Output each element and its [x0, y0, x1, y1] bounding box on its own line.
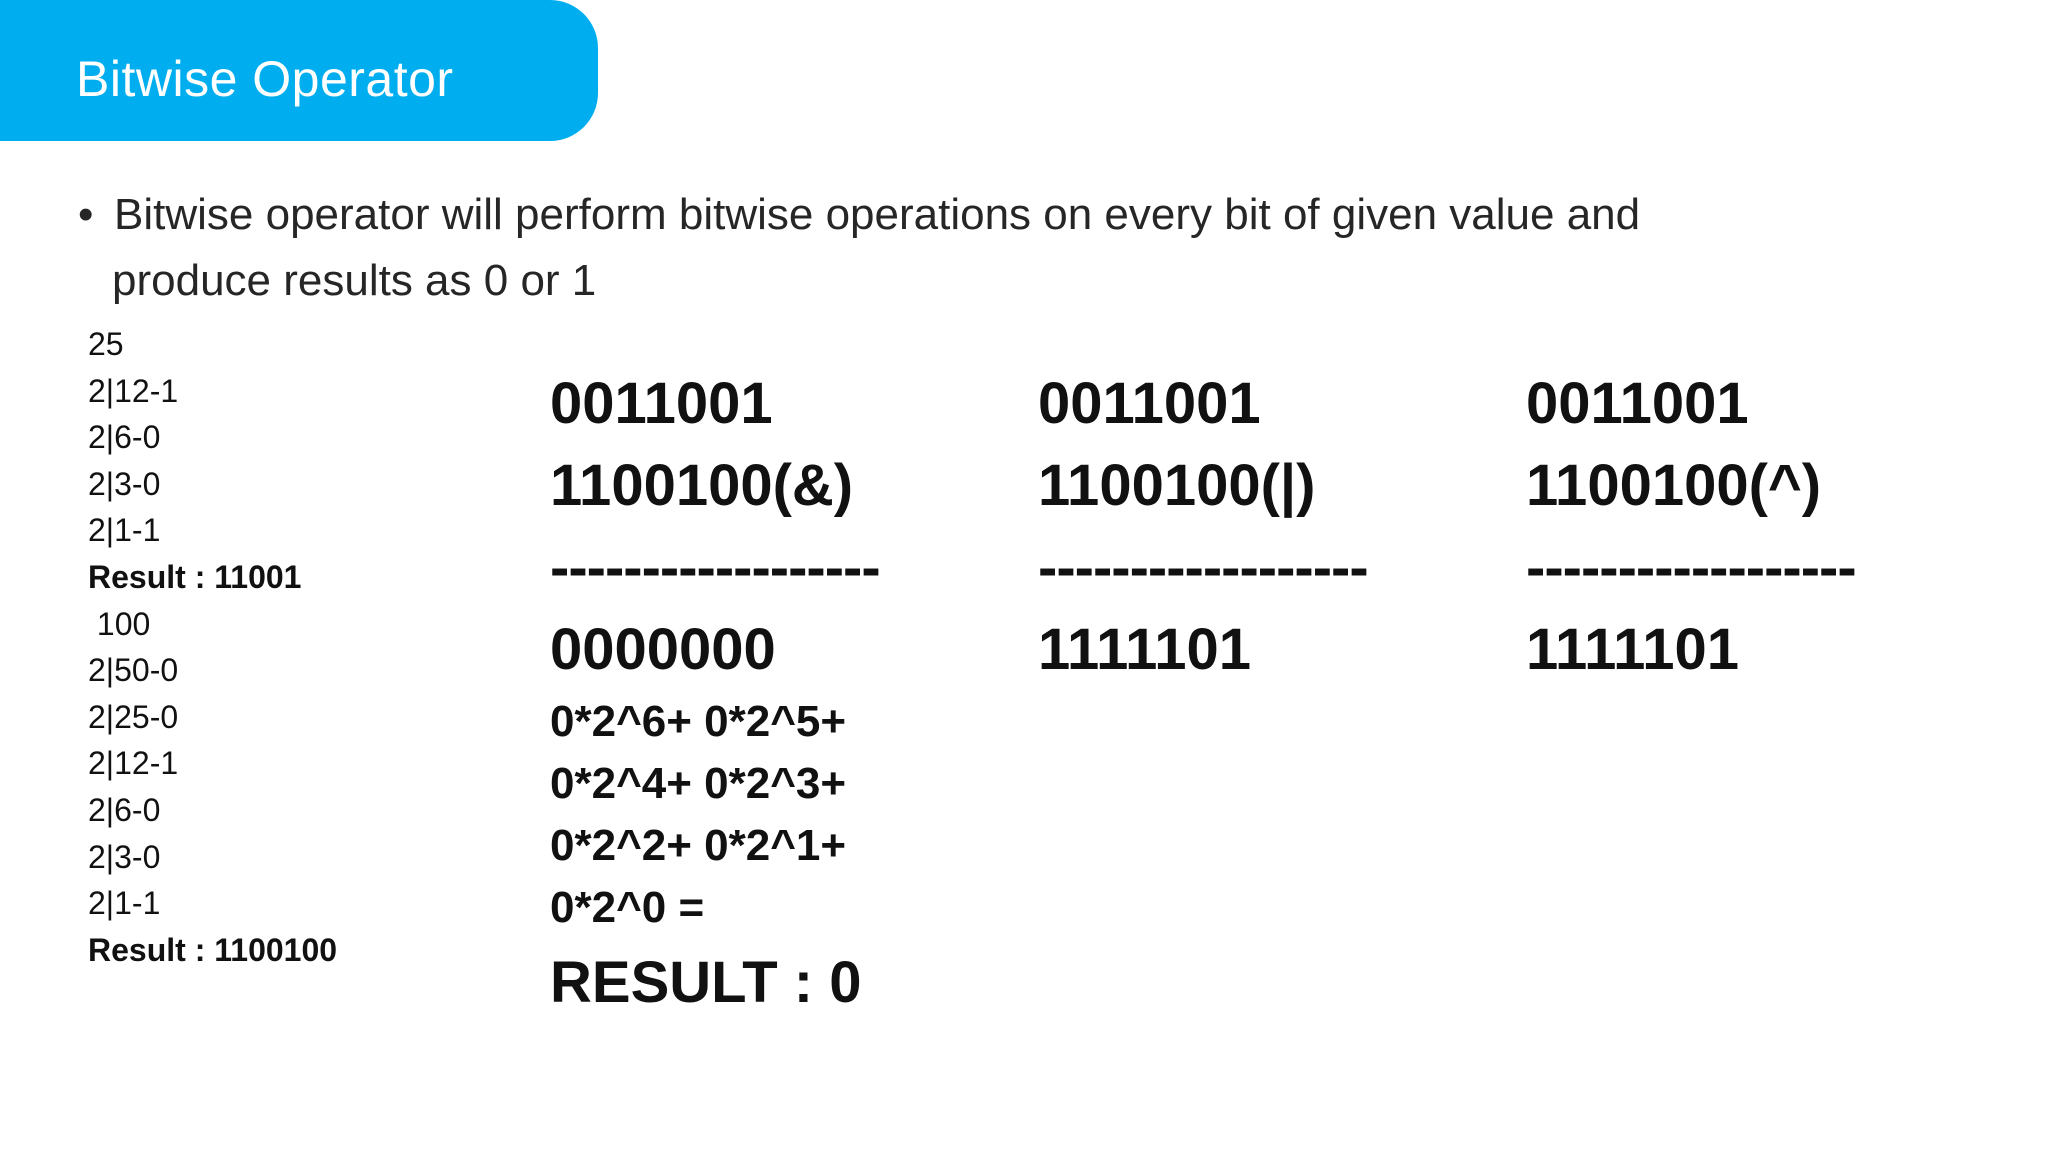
conversion-line: 2|12-1: [88, 745, 179, 782]
and-separator: ------------------: [550, 535, 881, 600]
xor-operation-block: 0011001 1100100(^) ------------------ 11…: [1526, 363, 1857, 691]
conversion-result: Result : 1100100: [88, 931, 338, 968]
or-operand-2: 1100100(|): [1038, 453, 1316, 518]
xor-operand-2: 1100100(^): [1526, 453, 1822, 518]
and-expansion-line: 0*2^2+ 0*2^1+: [550, 821, 847, 870]
xor-result: 1111101: [1526, 617, 1739, 682]
and-final-result: RESULT : 0: [550, 950, 862, 1015]
xor-separator: ------------------: [1526, 535, 1857, 600]
and-operand-2: 1100100(&): [550, 453, 854, 518]
bullet-line-2: produce results as 0 or 1: [112, 256, 597, 305]
conversion-line: 2|6-0: [88, 791, 161, 828]
and-operation-block: 0011001 1100100(&) ------------------ 00…: [550, 363, 881, 1023]
bullet-dot-icon: •: [78, 190, 94, 239]
title-banner: Bitwise Operator: [0, 0, 598, 141]
xor-operand-1: 0011001: [1526, 371, 1749, 436]
or-operation-block: 0011001 1100100(|) ------------------ 11…: [1038, 363, 1369, 691]
bullet-text: Bitwise operator will perform bitwise op…: [112, 182, 1894, 314]
conversion-result: Result : 11001: [88, 558, 302, 595]
or-separator: ------------------: [1038, 535, 1369, 600]
conversion-line: 2|1-1: [88, 512, 161, 549]
and-result: 0000000: [550, 617, 776, 682]
conversion-line: 2|3-0: [88, 838, 161, 875]
and-operand-1: 0011001: [550, 371, 773, 436]
and-expansion-line: 0*2^6+ 0*2^5+: [550, 697, 847, 746]
conversion-line: 100: [88, 605, 151, 642]
or-operand-1: 0011001: [1038, 371, 1261, 436]
conversion-line: 2|3-0: [88, 465, 161, 502]
conversion-line: 2|12-1: [88, 372, 179, 409]
conversion-line: 2|25-0: [88, 698, 179, 735]
conversion-line: 2|50-0: [88, 652, 179, 689]
conversion-line: 2|1-1: [88, 885, 161, 922]
and-expansion-line: 0*2^4+ 0*2^3+: [550, 759, 847, 808]
conversion-line: 2|6-0: [88, 419, 161, 456]
bullet-line-1: Bitwise operator will perform bitwise op…: [114, 190, 1641, 239]
binary-conversion-steps: 25 2|12-1 2|6-0 2|3-0 2|1-1 Result : 110…: [88, 321, 337, 973]
or-result: 1111101: [1038, 617, 1251, 682]
conversion-line: 25: [88, 326, 124, 362]
slide-title: Bitwise Operator: [76, 51, 454, 107]
and-expansion-line: 0*2^0 =: [550, 883, 705, 932]
